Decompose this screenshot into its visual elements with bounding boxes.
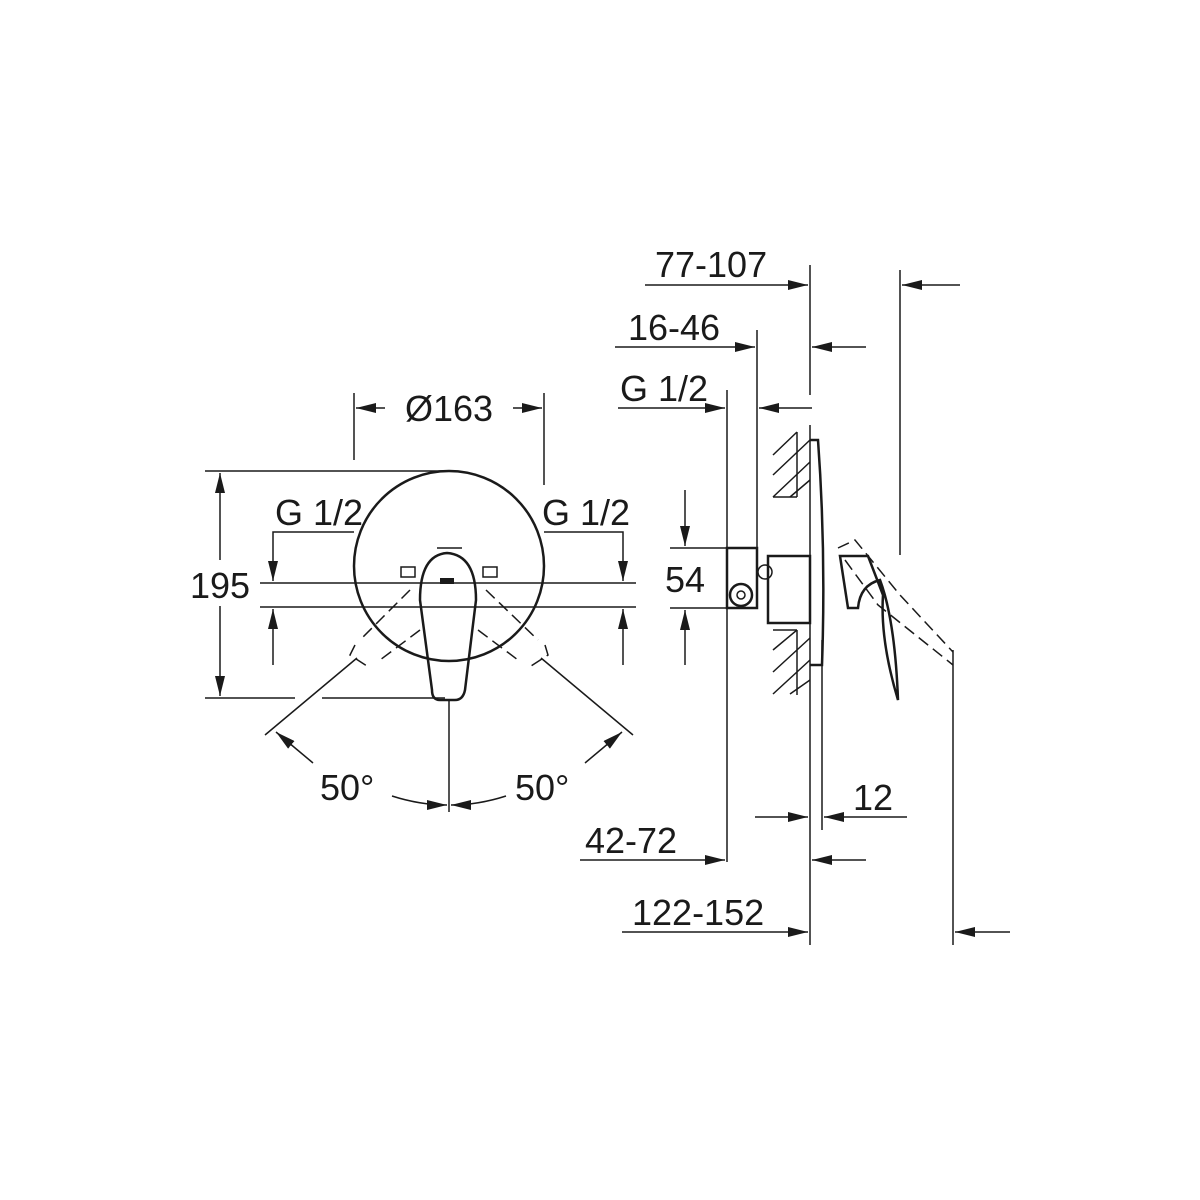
depth-wall-label: 16-46 xyxy=(628,307,720,348)
angle-right-label: 50° xyxy=(515,767,569,808)
inlet-side-label: G 1/2 xyxy=(620,368,708,409)
connection-block xyxy=(725,546,759,610)
diameter-label: Ø163 xyxy=(405,388,493,429)
inlet-left-label: G 1/2 xyxy=(275,492,363,533)
front-view: Ø163 195 G 1/2 G 1/2 50° 50° xyxy=(190,388,636,812)
depth-total-label: 77-107 xyxy=(655,244,767,285)
min-install-label: 42-72 xyxy=(585,820,677,861)
lever-handle-front xyxy=(418,551,478,702)
valve-body xyxy=(766,554,812,625)
escutcheon-plate-front xyxy=(352,469,546,663)
plate-thickness-label: 12 xyxy=(853,777,893,818)
max-depth-label: 122-152 xyxy=(632,892,764,933)
inlet-right-label: G 1/2 xyxy=(542,492,630,533)
connection-height-label: 54 xyxy=(665,559,705,600)
wall-hatching xyxy=(772,431,811,695)
rotated-handle-outline xyxy=(349,589,549,669)
angle-left-label: 50° xyxy=(320,767,374,808)
lever-handle-side xyxy=(838,554,900,701)
escutcheon-plate-side xyxy=(810,438,825,667)
side-view: 77-107 16-46 G 1/2 54 12 42-72 122-152 xyxy=(580,244,1010,945)
height-label: 195 xyxy=(190,565,250,606)
